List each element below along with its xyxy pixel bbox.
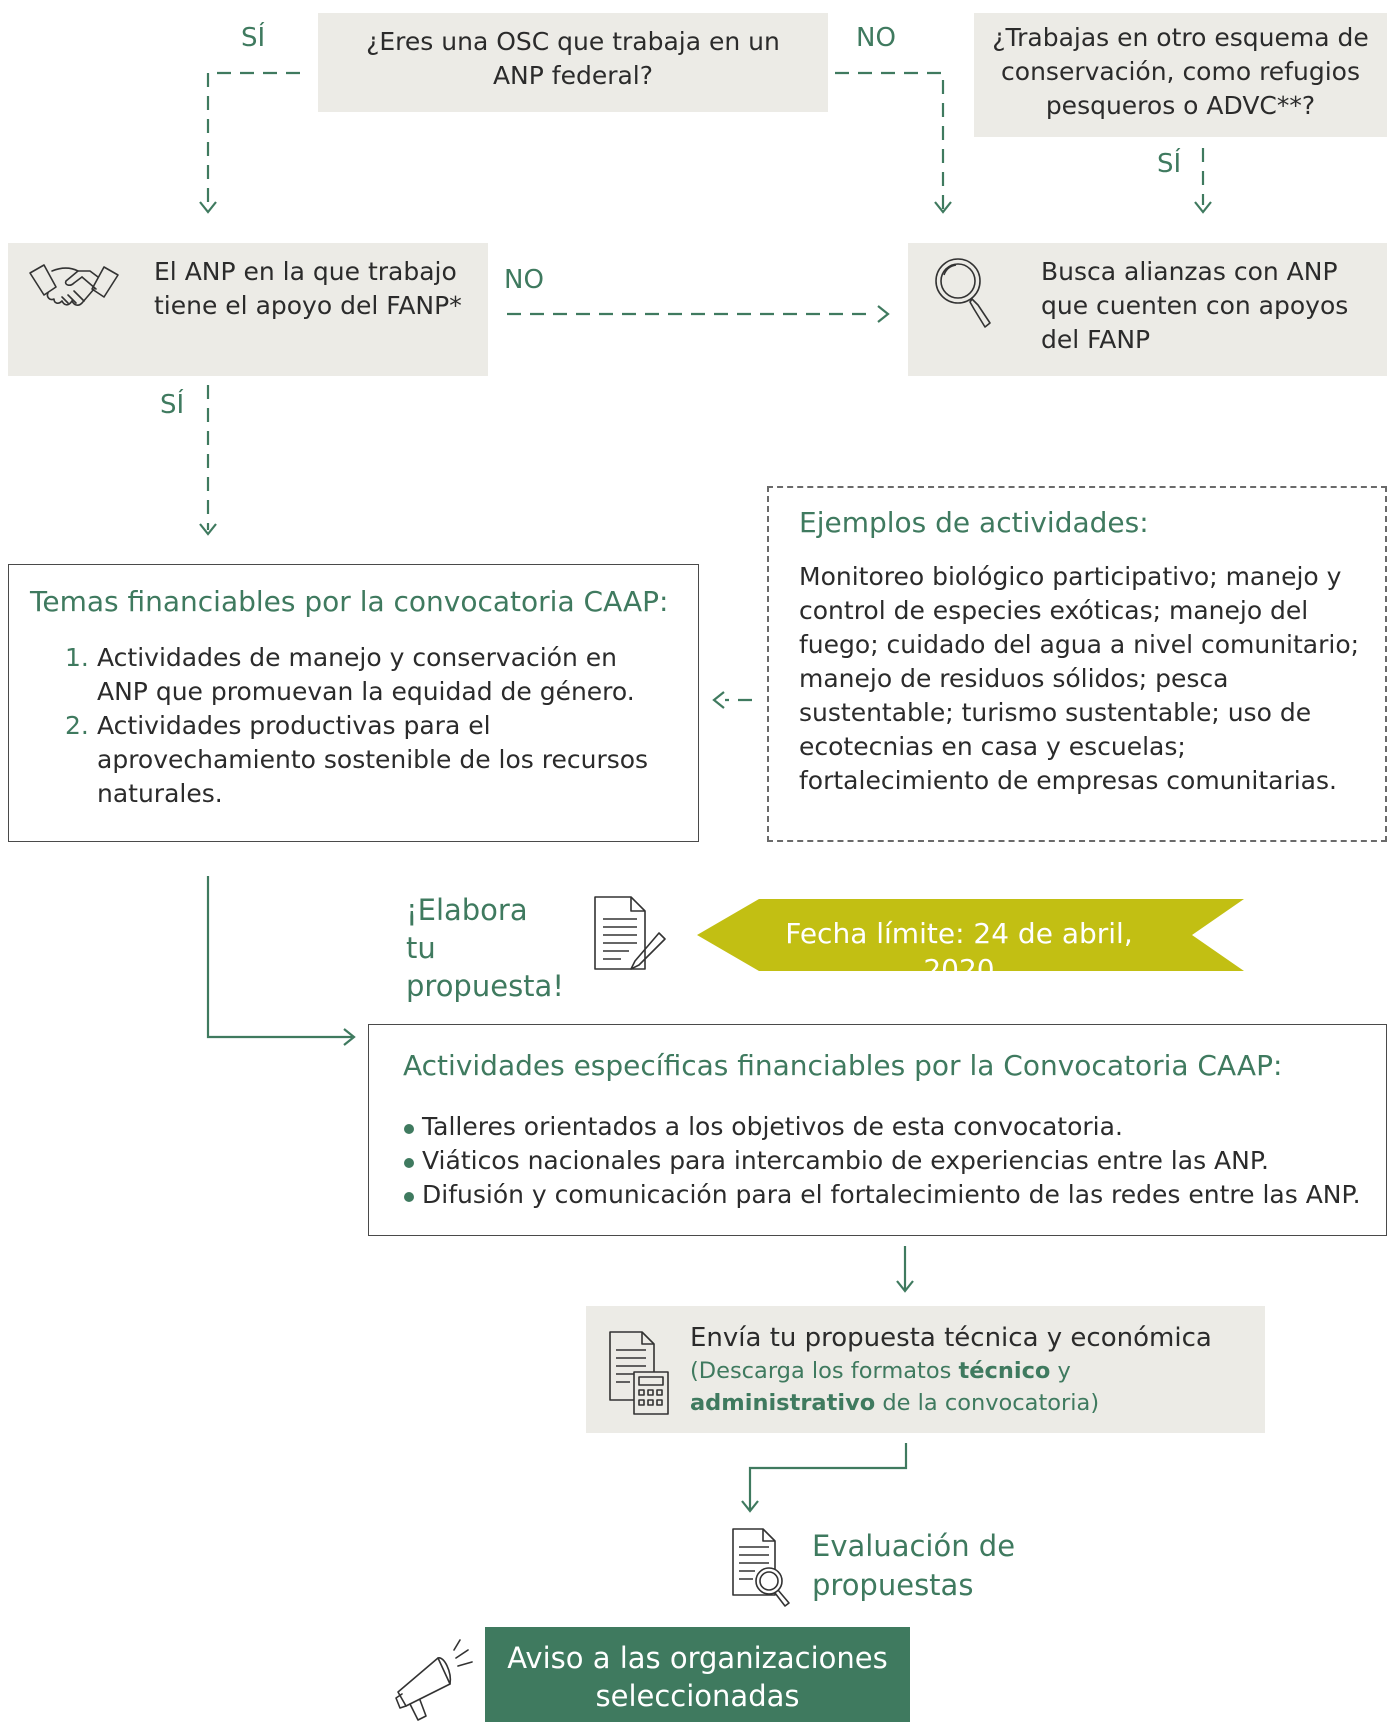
search-alliances-text: Busca alianzas con ANP que cuenten con a…: [1041, 257, 1349, 354]
list-item: Difusión y comunicación para el fortalec…: [404, 1178, 1374, 1212]
list-item: 2. Actividades productivas para el aprove…: [45, 709, 665, 811]
deadline-banner: Fecha límite: 24 de abril, 2020: [697, 899, 1244, 986]
connector-envia-evaluacion: [748, 1443, 908, 1510]
envia-sub-open: (Descarga los formatos: [690, 1358, 959, 1384]
list-number: 1.: [65, 643, 89, 672]
list-item: Viáticos nacionales para intercambio de …: [404, 1144, 1374, 1178]
anp-support-text: El ANP en la que trabajo tiene el apoyo …: [154, 257, 462, 320]
envia-sub-y: y: [1050, 1358, 1071, 1384]
temas-financiables-box: Temas financiables por la convocatoria C…: [8, 564, 699, 842]
anp-support-box: El ANP en la que trabajo tiene el apoyo …: [8, 243, 488, 376]
document-pen-icon: [589, 893, 669, 975]
envia-sub-text: (Descarga los formatos técnico y adminis…: [690, 1355, 1260, 1419]
link-formato-tecnico[interactable]: técnico: [958, 1358, 1051, 1384]
label-no: NO: [504, 265, 544, 295]
question-other-scheme-box: ¿Trabajas en otro esquema de conservació…: [974, 13, 1387, 137]
especificas-title: Actividades específicas financiables por…: [403, 1049, 1283, 1082]
aviso-text: Aviso a las organizaciones seleccionadas: [507, 1641, 888, 1713]
especificas-list: Talleres orientados a los objetivos de e…: [404, 1110, 1374, 1212]
list-item: 1. Actividades de manejo y conservación e…: [45, 641, 665, 709]
deadline-text: Fecha límite: 24 de abril, 2020: [785, 917, 1133, 986]
megaphone-icon: [392, 1636, 482, 1722]
magnifier-icon: [930, 253, 994, 333]
document-calculator-icon: [606, 1328, 670, 1416]
aviso-seleccionadas-box: Aviso a las organizaciones seleccionadas: [485, 1627, 910, 1722]
label-si: SÍ: [160, 390, 185, 420]
temas-title: Temas financiables por la convocatoria C…: [30, 585, 669, 618]
list-number: 2.: [65, 711, 89, 740]
temas-list: 1. Actividades de manejo y conservación e…: [45, 641, 665, 811]
actividades-especificas-box: Actividades específicas financiables por…: [368, 1024, 1387, 1236]
ejemplos-title: Ejemplos de actividades:: [799, 506, 1149, 539]
elabora-propuesta-text: ¡Elabora tu propuesta!: [406, 893, 564, 1003]
list-text: Actividades productivas para el aprovech…: [97, 711, 649, 808]
envia-main-text: Envía tu propuesta técnica y económica: [690, 1323, 1212, 1353]
connector-q1-yes: [206, 71, 300, 210]
list-text: Actividades de manejo y conservación en …: [97, 643, 635, 706]
connector-q1-no: [835, 71, 945, 210]
question-other-scheme-text: ¿Trabajas en otro esquema de conservació…: [992, 23, 1369, 120]
label-si: SÍ: [1157, 149, 1182, 179]
question-osc-box: ¿Eres una OSC que trabaja en un ANP fede…: [318, 13, 828, 112]
document-search-icon: [729, 1525, 797, 1609]
ejemplos-text: Monitoreo biológico participativo; manej…: [799, 562, 1360, 795]
list-item: Talleres orientados a los objetivos de e…: [404, 1110, 1374, 1144]
evaluacion-text: Evaluación de propuestas: [812, 1529, 1016, 1602]
ejemplos-actividades-box: Ejemplos de actividades: Monitoreo bioló…: [767, 486, 1387, 842]
envia-propuesta-box: Envía tu propuesta técnica y económica (…: [586, 1306, 1265, 1433]
question-osc-text: ¿Eres una OSC que trabaja en un ANP fede…: [366, 27, 780, 90]
connector-temas-especificas: [206, 876, 352, 1039]
search-alliances-box: Busca alianzas con ANP que cuenten con a…: [908, 243, 1387, 376]
envia-sub-close: de la convocatoria): [875, 1390, 1100, 1416]
handshake-icon: [26, 259, 122, 323]
label-no: NO: [856, 23, 896, 53]
link-formato-administrativo[interactable]: administrativo: [690, 1390, 876, 1416]
label-si: SÍ: [241, 23, 266, 53]
